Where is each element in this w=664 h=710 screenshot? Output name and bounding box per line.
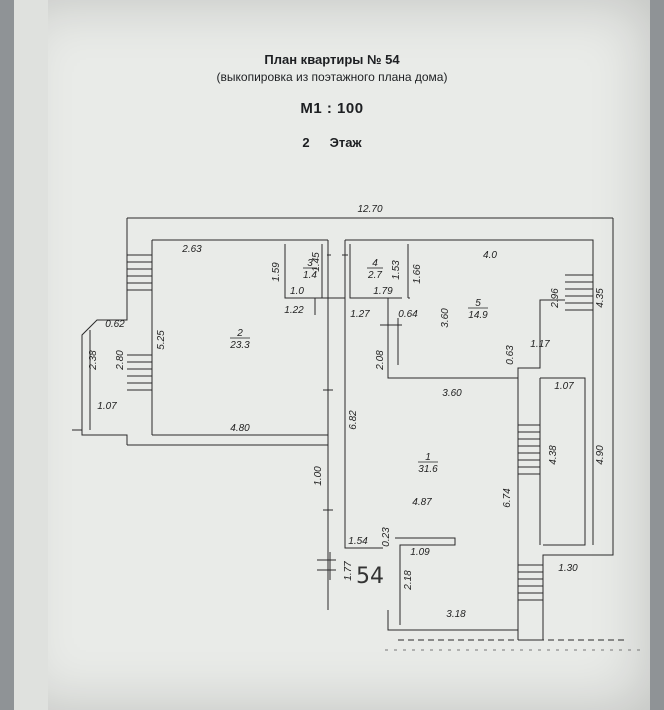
floor-number: 2: [302, 135, 310, 150]
dim-1-0: 1.0: [290, 286, 304, 297]
room-5-number: 5: [475, 298, 481, 309]
dim-1-22: 1.22: [284, 305, 304, 316]
dim-2-08: 2.08: [375, 350, 386, 371]
dim-2-80: 2.80: [115, 350, 126, 371]
dim-3-18: 3.18: [446, 609, 466, 620]
dim-1-30: 1.30: [558, 563, 578, 574]
scale-label: М1 : 100: [300, 100, 364, 117]
balcony-window: [518, 424, 540, 475]
dim-2-96: 2.96: [550, 288, 561, 309]
dim-2-38: 2.38: [88, 350, 99, 371]
dim-1-79: 1.79: [373, 286, 393, 297]
plan-subtitle: (выкопировка из поэтажного плана дома): [216, 70, 448, 84]
dim-1-17: 1.17: [530, 339, 550, 350]
dim-0-23: 0.23: [381, 527, 392, 547]
window-left-top: [127, 254, 152, 291]
dim-5-25: 5.25: [156, 330, 167, 350]
dim-3-60-vertical: 3.60: [440, 308, 451, 328]
dim-2-18: 2.18: [403, 570, 414, 591]
room-3-area: 1.4: [303, 270, 317, 281]
dim-4-80: 4.80: [230, 423, 250, 434]
floor-label: 2 Этаж: [0, 135, 664, 150]
dim-1-59: 1.59: [271, 262, 282, 282]
dim-0-62: 0.62: [105, 319, 125, 330]
dim-4-90: 4.90: [595, 445, 606, 465]
dim-0-63: 0.63: [505, 345, 516, 365]
room-4-number: 4: [372, 258, 378, 269]
dim-4-38: 4.38: [548, 445, 559, 465]
dim-4-35: 4.35: [595, 288, 606, 308]
dim-1-07-left: 1.07: [97, 401, 117, 412]
dim-1-00: 1.00: [313, 466, 324, 486]
room-1-label: 1 31.6: [418, 452, 438, 475]
plan-title: План квартиры № 54: [264, 52, 400, 67]
dim-1-27: 1.27: [350, 309, 370, 320]
floor-word: Этаж: [329, 135, 362, 150]
room-1-area: 31.6: [418, 464, 438, 475]
room-5-label: 5 14.9: [468, 298, 488, 321]
room-3-number: 3: [307, 258, 313, 269]
dim-1-45: 1.45: [311, 252, 322, 272]
window-left-bottom: [127, 354, 152, 391]
room-5-area: 14.9: [468, 310, 488, 321]
window-bottom: [518, 564, 543, 601]
room-2-area: 23.3: [229, 340, 250, 351]
dim-1-54: 1.54: [348, 536, 368, 547]
room-2-label: 2 23.3: [229, 328, 250, 351]
dim-1-09: 1.09: [410, 547, 430, 558]
dim-6-82: 6.82: [348, 410, 359, 430]
dim-1-66: 1.66: [412, 264, 423, 284]
dim-1-77: 1.77: [343, 561, 354, 581]
dim-6-74: 6.74: [502, 488, 513, 508]
room-2-number: 2: [236, 328, 243, 339]
paper-edge: [14, 0, 48, 710]
room-3-label: 3 1.4: [303, 258, 317, 281]
dim-2-63: 2.63: [181, 244, 202, 255]
dim-overall: 12.70: [357, 204, 382, 215]
dim-4-0: 4.0: [483, 250, 497, 261]
window-right: [565, 274, 593, 311]
dim-0-64: 0.64: [398, 309, 418, 320]
room-1-number: 1: [425, 452, 431, 463]
apartment-number-stamp: 54: [356, 564, 384, 589]
room-4-label: 4 2.7: [367, 258, 383, 281]
dim-4-87: 4.87: [412, 497, 432, 508]
dim-3-60-horizontal: 3.60: [442, 388, 462, 399]
paper-sheet: [14, 0, 650, 710]
dim-1-07-right: 1.07: [554, 381, 574, 392]
dim-1-53: 1.53: [391, 260, 402, 280]
outer-wall-left: [81, 220, 128, 445]
room-4-area: 2.7: [367, 270, 382, 281]
